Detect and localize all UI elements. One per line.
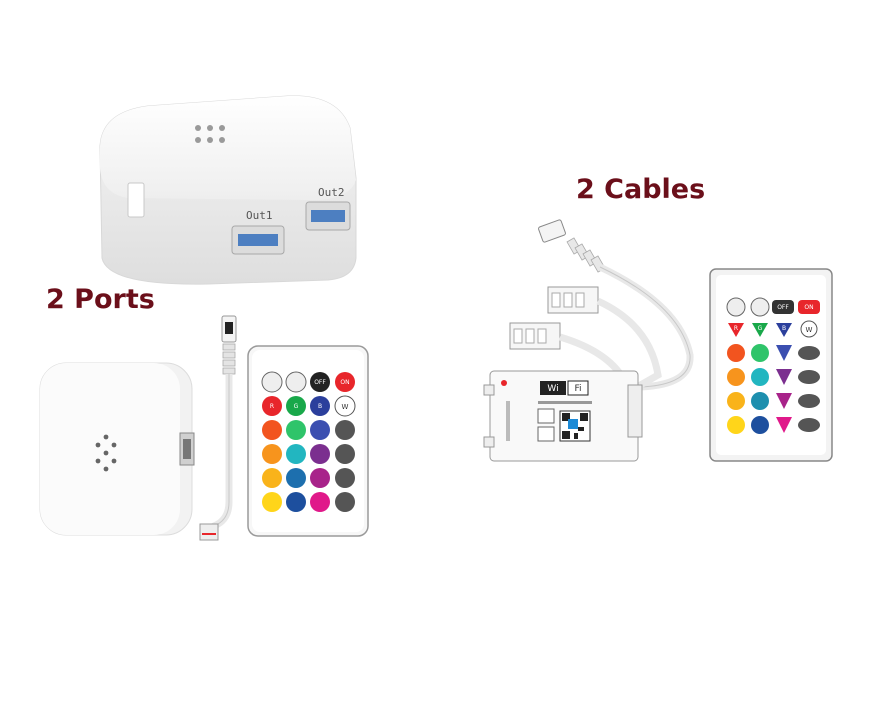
on-button-label: ON [340,379,349,386]
wifi-left-label: Wi [547,384,558,394]
r-label: R [734,325,738,332]
g-label: G [758,325,763,332]
brightness-up-icon [726,297,746,317]
wifi-right-label: Fi [574,384,581,394]
on-button-label: ON [804,304,813,311]
brightness-down-icon [285,371,307,393]
off-button-label: OFF [314,379,326,386]
ir-remote-right: OFF ON R G B W [709,268,833,462]
square-controller-box [39,362,195,536]
brightness-up-icon [261,371,283,393]
brightness-down-icon [750,297,770,317]
label-2-ports: 2 Ports [46,284,155,315]
label-2-cables: 2 Cables [576,174,706,205]
g-label: G [294,403,299,410]
off-button-label: OFF [777,304,789,311]
w-label: W [342,403,349,411]
b-label: B [318,403,322,410]
ir-remote-left: OFF ON R G B W [247,345,369,537]
dual-cable-controller: Wi Fi [483,219,694,462]
usb-hub-device: Out1 Out2 [99,95,357,285]
port-out2-label: Out2 [318,186,345,199]
b-label: B [782,325,786,332]
r-label: R [270,403,274,410]
port-out1-label: Out1 [246,209,273,222]
connector-cable-left [199,315,237,541]
w-label: W [806,326,813,334]
